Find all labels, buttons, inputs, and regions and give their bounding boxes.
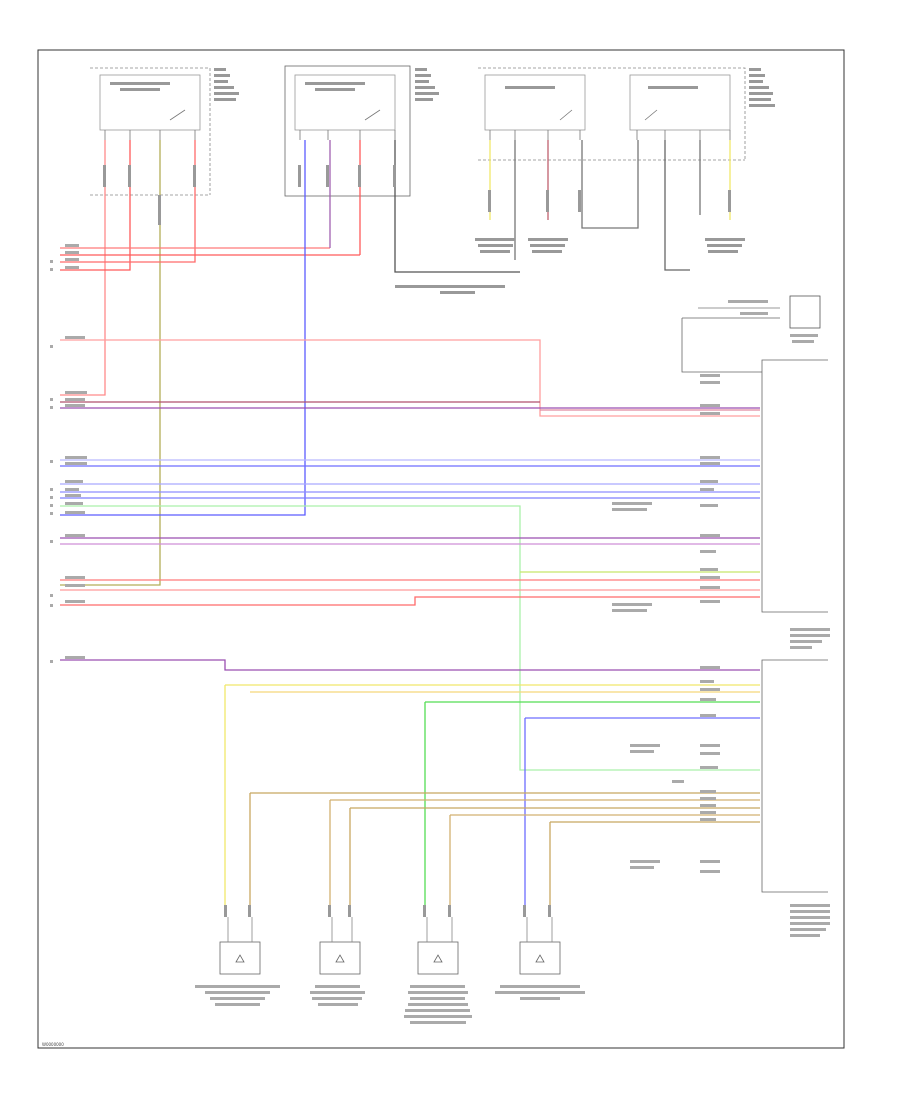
- wire-yellow-r1: [60, 140, 161, 586]
- wire-red-r1c: [60, 140, 196, 263]
- wire-gray-loop: [581, 140, 639, 229]
- relay-1-body: [99, 74, 201, 131]
- sensor-4: [519, 941, 561, 975]
- relay-labels: [110, 68, 775, 107]
- wire-purple-lower: [60, 659, 760, 671]
- sensor-lead-marks: [224, 905, 551, 917]
- sensor-labels: [195, 985, 585, 1024]
- relay-4-body: [629, 74, 731, 131]
- right-module-labels: [700, 300, 830, 937]
- footer-code: W0000000: [42, 1042, 64, 1047]
- relay-2-body: [294, 74, 396, 131]
- wire-blue-r2: [60, 140, 306, 516]
- wire-red-5: [60, 596, 760, 606]
- wire-pink-long: [60, 339, 760, 417]
- right-modules: [681, 295, 828, 893]
- sensor-leads: [227, 917, 553, 942]
- module-1-outline: [761, 359, 828, 613]
- relay-pins: [104, 109, 731, 140]
- relay-3-4-box: [478, 67, 746, 161]
- sensors: [219, 941, 561, 975]
- wire-red-r1a: [60, 140, 106, 396]
- left-wire-labels: [50, 244, 87, 663]
- sensor-2: [319, 941, 361, 975]
- relay-1-box: [90, 67, 211, 196]
- relay-2-box: [284, 65, 411, 197]
- wire-gray-r4: [664, 140, 690, 271]
- top-wire-code-labels: [103, 165, 745, 294]
- sensor-1: [219, 941, 261, 975]
- diagram-frame: [37, 49, 845, 1049]
- wire-red-r1b: [60, 140, 131, 271]
- wire-green-1: [60, 505, 760, 771]
- right-wire-labels: [612, 404, 720, 873]
- relay-group-top: [90, 65, 746, 197]
- ignition-switch: [789, 295, 821, 329]
- module-2-outline: [761, 659, 828, 893]
- relay-3-body: [484, 74, 586, 131]
- wires: [60, 140, 760, 905]
- sensor-3: [417, 941, 459, 975]
